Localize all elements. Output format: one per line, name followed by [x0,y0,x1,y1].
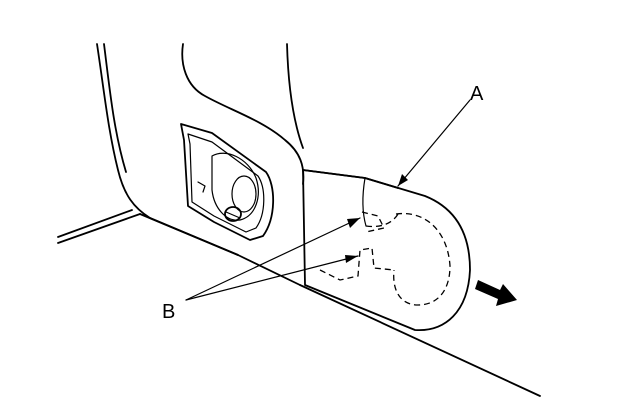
panel-body [96,43,305,256]
pull-direction-arrow-icon [475,280,517,306]
bolt-icon [224,206,242,222]
cover-a [302,169,471,331]
mount-bracket [180,123,275,241]
floor-surface [57,209,541,397]
callout-label-a: A [470,83,484,105]
callout-label-b: B [162,301,175,323]
callout-b-leader [185,217,361,301]
callout-a-leader [397,99,471,187]
